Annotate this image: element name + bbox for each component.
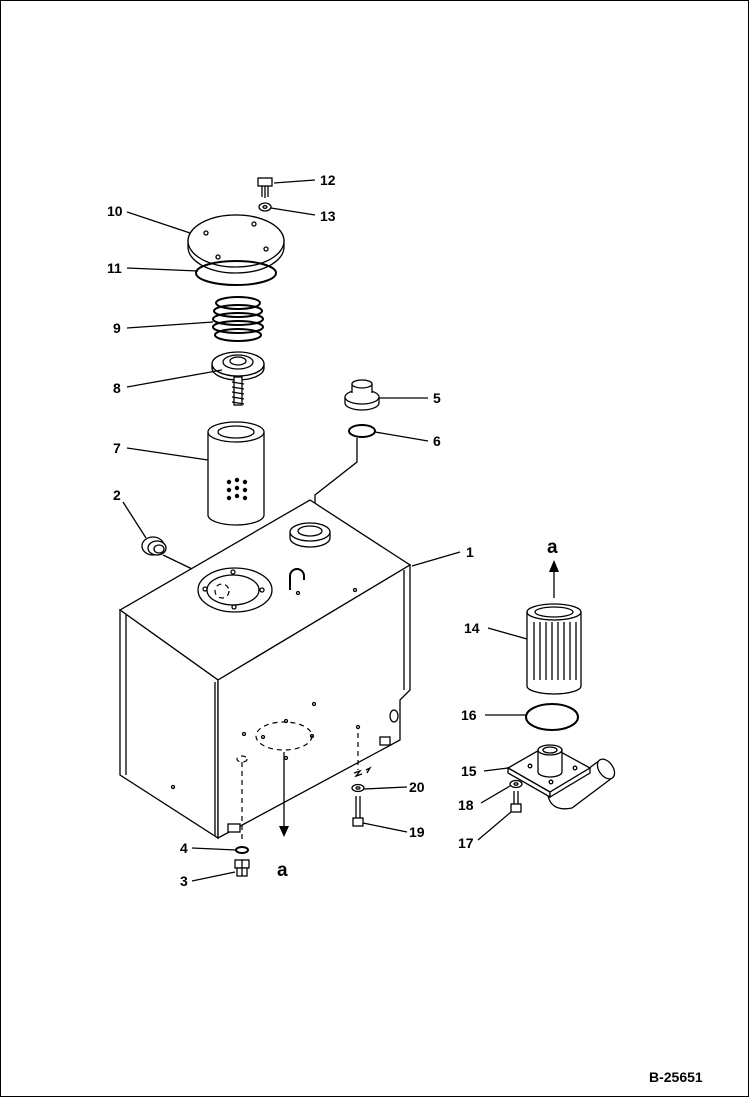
part-11-gasket bbox=[195, 260, 277, 286]
callout-15: 15 bbox=[461, 763, 477, 779]
callout-1: 1 bbox=[466, 544, 474, 560]
callout-18: 18 bbox=[458, 797, 474, 813]
callout-5: 5 bbox=[433, 390, 441, 406]
part-15-flange bbox=[506, 744, 616, 810]
part-4-oring bbox=[235, 846, 249, 854]
part-2-plug bbox=[141, 536, 167, 556]
callout-17: 17 bbox=[458, 835, 474, 851]
part-6-oring bbox=[348, 424, 376, 438]
part-12-bolt bbox=[257, 177, 273, 198]
callout-20: 20 bbox=[409, 779, 425, 795]
part-10-cover bbox=[187, 214, 285, 274]
part-8-valve bbox=[211, 351, 265, 406]
part-1-tank bbox=[118, 499, 412, 842]
part-3-drain-plug bbox=[234, 859, 250, 877]
arrow-a-top bbox=[549, 560, 559, 598]
part-7-strainer bbox=[207, 421, 265, 526]
arrow-letter-bottom: a bbox=[277, 860, 288, 881]
callout-3: 3 bbox=[180, 873, 188, 889]
arrow-a-bottom bbox=[279, 752, 289, 837]
part-20-washer bbox=[351, 766, 372, 793]
part-18-washer bbox=[509, 779, 523, 789]
part-14-filter bbox=[526, 603, 582, 695]
leader-lines bbox=[122, 179, 528, 882]
callout-16: 16 bbox=[461, 707, 477, 723]
callout-12: 12 bbox=[320, 172, 336, 188]
part-9-spring bbox=[212, 296, 264, 342]
drawing-id: B-25651 bbox=[649, 1069, 703, 1085]
callout-11: 11 bbox=[107, 260, 122, 276]
callout-labels: 12 13 10 11 9 8 7 2 5 6 1 14 16 15 18 17… bbox=[107, 172, 480, 889]
arrow-letter-top: a bbox=[547, 537, 558, 558]
callout-9: 9 bbox=[113, 320, 121, 336]
callout-8: 8 bbox=[113, 380, 121, 396]
part-5-cap bbox=[344, 379, 380, 411]
callout-19: 19 bbox=[409, 824, 425, 840]
callout-14: 14 bbox=[464, 620, 480, 636]
callout-7: 7 bbox=[113, 440, 121, 456]
part-17-bolt bbox=[510, 791, 522, 813]
callout-13: 13 bbox=[320, 208, 336, 224]
part-19-bolt bbox=[352, 796, 364, 827]
callout-10: 10 bbox=[107, 203, 123, 219]
callout-4: 4 bbox=[180, 840, 188, 856]
callout-2: 2 bbox=[113, 487, 121, 503]
part-13-washer bbox=[258, 202, 272, 212]
part-16-oring bbox=[525, 703, 579, 731]
callout-6: 6 bbox=[433, 433, 441, 449]
